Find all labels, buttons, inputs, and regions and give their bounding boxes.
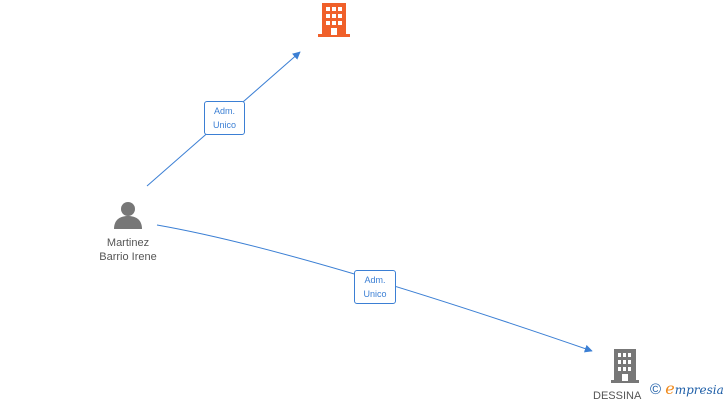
person-name-label[interactable]: Martinez Barrio Irene <box>80 236 176 264</box>
person-icon[interactable] <box>113 200 143 235</box>
edge-label-line1: Adm. <box>364 275 386 285</box>
company-dessina-label[interactable]: DESSINA <box>593 390 642 400</box>
brand-initial: e <box>665 379 675 398</box>
edge-label-adm-unico-1[interactable]: Adm. Unico <box>204 101 245 135</box>
copyright-brand: © empresia <box>650 380 724 399</box>
copyright-symbol: © <box>650 381 662 398</box>
person-name-line1: Martinez <box>106 237 150 249</box>
edge-label-line2: Unico <box>212 120 236 130</box>
building-icon[interactable] <box>318 3 350 42</box>
person-name-line2: Barrio Irene <box>99 251 157 263</box>
edge-label-line2: Unico <box>363 289 387 299</box>
edge-label-line1: Adm. <box>213 106 235 116</box>
edge-person-to-dessina <box>156 224 593 353</box>
brand-name: mpresia <box>674 383 724 397</box>
edge-label-adm-unico-2[interactable]: Adm. Unico <box>354 270 396 304</box>
building-icon[interactable] <box>611 349 639 388</box>
